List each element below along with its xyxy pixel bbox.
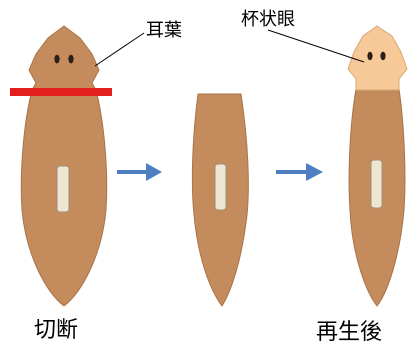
right-arrow-icon <box>276 163 323 181</box>
regenerated-caption: 再生後 <box>316 322 382 344</box>
regenerated-planarian <box>348 26 407 306</box>
headless-fragment <box>192 94 248 306</box>
right-eye <box>380 52 385 60</box>
auricle-pointer-line <box>95 33 144 66</box>
auricle-label: 耳葉 <box>146 22 182 40</box>
right-arrow-icon <box>117 163 162 181</box>
eyespot-label: 杯状眼 <box>241 11 295 29</box>
cut-line <box>10 88 112 96</box>
regenerated-head <box>348 26 407 90</box>
cut-caption: 切断 <box>34 320 78 342</box>
pharynx <box>215 164 226 210</box>
pharynx <box>371 160 382 208</box>
original-planarian <box>21 26 106 306</box>
left-eye <box>367 52 372 60</box>
eyespot-pointer-line <box>268 30 364 62</box>
pharynx <box>57 166 69 212</box>
left-eye <box>54 55 59 64</box>
right-eye <box>68 55 73 64</box>
